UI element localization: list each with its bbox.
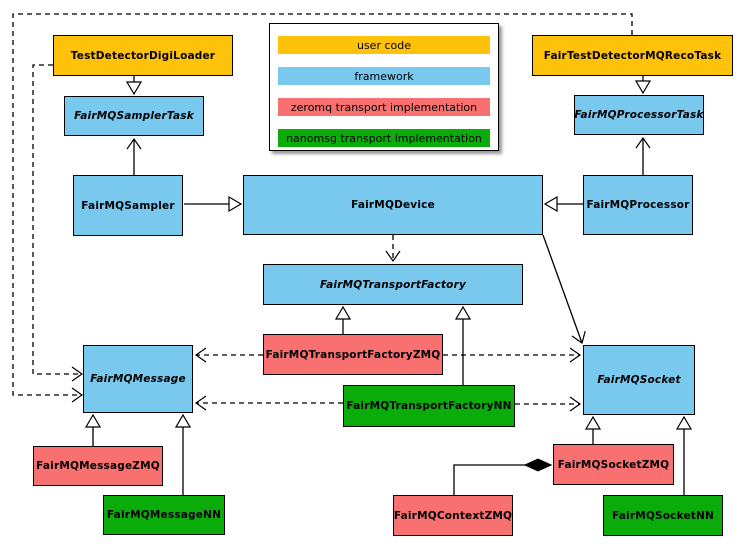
edge-contextzmq-composed-socketzmq	[453, 465, 551, 495]
node-label: FairMQSampler	[81, 199, 175, 212]
node-label: TestDetectorDigiLoader	[70, 49, 216, 62]
node-label: FairMQMessageNN	[106, 509, 222, 521]
node-label: FairMQSocketZMQ	[557, 458, 670, 471]
node-fairtestdetectormqrecotask: FairTestDetectorMQRecoTask	[532, 35, 733, 76]
node-label: FairMQMessage	[90, 373, 186, 385]
node-label: FairMQSocketNN	[611, 509, 714, 522]
legend-item-zeromq: zeromq transport implementation	[278, 98, 490, 116]
node-fairmqsampler: FairMQSampler	[73, 175, 183, 236]
legend: user code framework zeromq transport imp…	[269, 23, 499, 151]
legend-item-nanomsg: nanomsg transport implementation	[278, 129, 490, 147]
node-label: FairMQProcessor	[586, 199, 690, 211]
node-fairmqmessage: FairMQMessage	[83, 345, 193, 413]
legend-item-label: framework	[354, 69, 414, 83]
node-fairmqtransportfactory: FairMQTransportFactory	[263, 264, 523, 305]
node-testdetectordigiloader: TestDetectorDigiLoader	[53, 35, 233, 76]
node-label: FairMQSocket	[597, 374, 681, 386]
node-label: FairMQSamplerTask	[74, 110, 194, 122]
legend-item-label: zeromq transport implementation	[290, 100, 478, 114]
node-label: FairMQDevice	[351, 199, 435, 211]
node-fairmqsocket: FairMQSocket	[583, 345, 695, 415]
node-fairmqsocketnn: FairMQSocketNN	[603, 495, 723, 536]
legend-item-user-code: user code	[278, 36, 490, 54]
node-label: FairMQContextZMQ	[393, 509, 513, 522]
node-label: FairTestDetectorMQRecoTask	[543, 49, 722, 62]
node-fairmqprocessortask: FairMQProcessorTask	[574, 95, 704, 135]
node-fairmqcontextzmq: FairMQContextZMQ	[393, 495, 513, 536]
node-fairmqtransportfactorynn: FairMQTransportFactoryNN	[343, 385, 515, 427]
node-fairmqmessagezmq: FairMQMessageZMQ	[33, 446, 163, 486]
node-fairmqsocketzmq: FairMQSocketZMQ	[553, 444, 674, 485]
node-label: FairMQTransportFactoryZMQ	[265, 348, 441, 361]
node-fairmqdevice: FairMQDevice	[243, 175, 543, 235]
node-label: FairMQTransportFactoryNN	[346, 400, 512, 412]
node-fairmqmessagenn: FairMQMessageNN	[103, 495, 225, 535]
legend-item-label: user code	[356, 38, 412, 52]
legend-item-framework: framework	[278, 67, 490, 85]
node-label: FairMQProcessorTask	[574, 109, 704, 121]
node-fairmqtransportfactoryzmq: FairMQTransportFactoryZMQ	[263, 334, 443, 375]
node-label: FairMQTransportFactory	[319, 278, 467, 291]
node-fairmqsamplertask: FairMQSamplerTask	[64, 96, 204, 136]
node-label: FairMQMessageZMQ	[36, 460, 160, 472]
edge-device-uses-socket	[542, 234, 586, 344]
node-fairmqprocessor: FairMQProcessor	[583, 175, 693, 235]
legend-item-label: nanomsg transport implementation	[286, 131, 482, 145]
